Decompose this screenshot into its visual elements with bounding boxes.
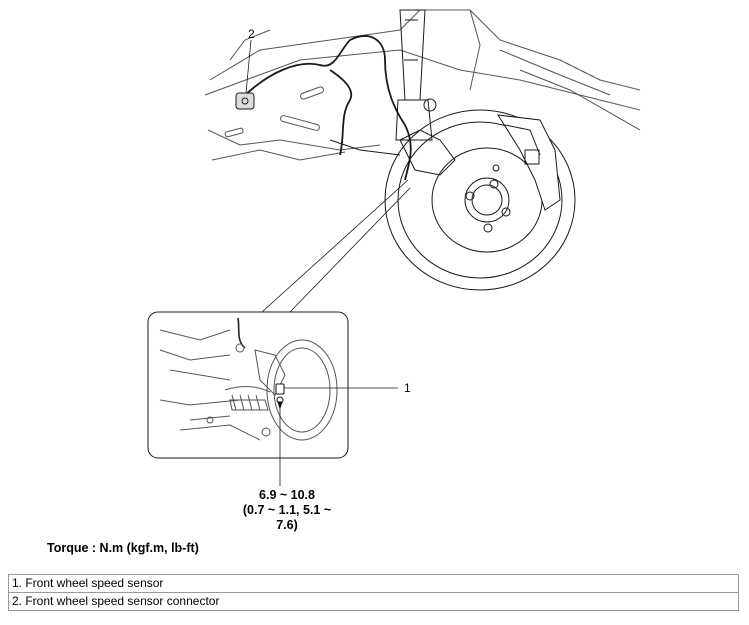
connector-2 xyxy=(235,92,255,110)
torque-value-alt-units: (0.7 ~ 1.1, 5.1 ~ 7.6) xyxy=(242,503,332,532)
wheel-speed-sensor-illustration xyxy=(147,9,641,486)
zoom-lines xyxy=(261,179,411,313)
detail-inset-art xyxy=(159,317,338,441)
parts-legend-table: 1. Front wheel speed sensor 2. Front whe… xyxy=(8,574,739,611)
callout-2: 2 xyxy=(248,27,255,41)
torque-value: 6.9 ~ 10.8 (0.7 ~ 1.1, 5.1 ~ 7.6) xyxy=(232,488,342,533)
fender-apron xyxy=(204,9,641,161)
wheel-speed-sensor-1 xyxy=(275,383,285,410)
legend-item-1: 1. Front wheel speed sensor xyxy=(8,574,739,593)
torque-units-label: Torque : N.m (kgf.m, lb-ft) xyxy=(47,541,199,555)
knuckle xyxy=(329,98,456,176)
sensor-cable xyxy=(239,35,412,181)
detail-inset-frame xyxy=(147,311,349,459)
brake-caliper xyxy=(497,114,561,211)
callout-1: 1 xyxy=(404,381,411,395)
torque-value-nm: 6.9 ~ 10.8 xyxy=(259,488,315,502)
legend-row: 2. Front wheel speed sensor connector xyxy=(8,592,739,611)
legend-item-2: 2. Front wheel speed sensor connector xyxy=(8,592,739,611)
legend-row: 1. Front wheel speed sensor xyxy=(8,574,739,593)
strut xyxy=(395,9,433,141)
leader-2 xyxy=(245,39,252,94)
